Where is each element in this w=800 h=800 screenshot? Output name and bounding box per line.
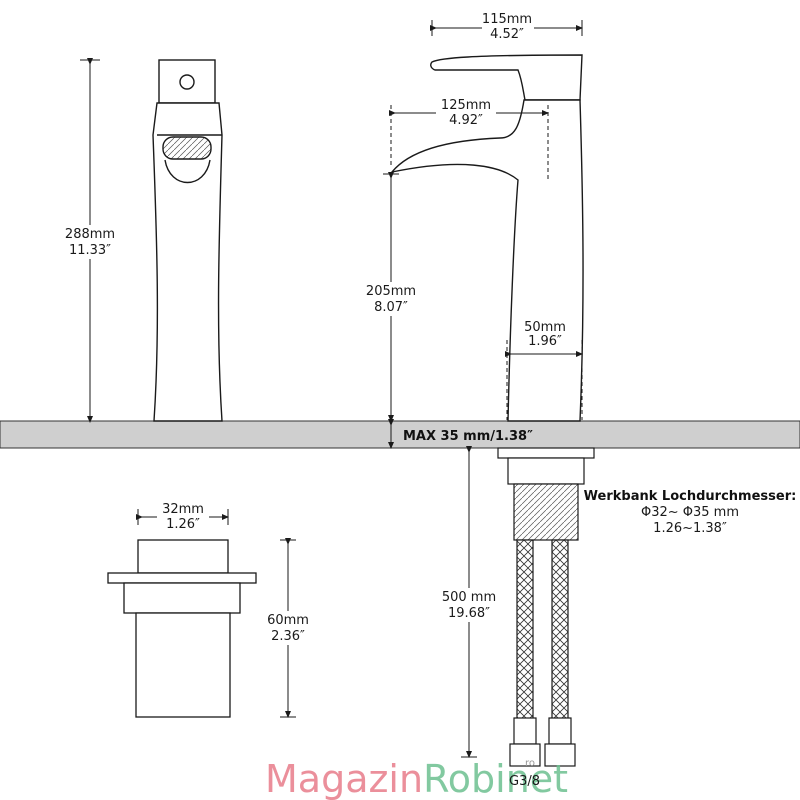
hose-length-mm: 500 mm [442, 590, 496, 605]
hole-diameter-mm: Φ32~ Φ35 mm [641, 505, 739, 520]
total-height-in: 11.33″ [69, 243, 111, 258]
thread-size-label: G3/8 [509, 774, 540, 789]
hole-diameter-in: 1.26~1.38″ [653, 521, 727, 536]
spout-height-in: 8.07″ [374, 300, 408, 315]
faucet-side-view [152, 59, 223, 422]
max-thickness-label: MAX 35 mm/1.38″ [403, 429, 533, 444]
mounting-assembly [497, 447, 595, 767]
flange-height-mm: 60mm [267, 613, 309, 628]
hose-left [516, 539, 534, 721]
watermark-suffix: ro [525, 758, 535, 769]
hose-fitting-left [509, 743, 541, 767]
side-handle-hole [179, 74, 195, 90]
hose-fitting-right [544, 743, 576, 767]
total-height-mm: 288mm [65, 227, 115, 242]
watermark-part2: Robinet [423, 757, 568, 800]
flange-top [137, 539, 229, 574]
hose-right [551, 539, 569, 721]
spout-height-mm: 205mm [366, 284, 416, 299]
top-width-mm: 115mm [482, 12, 532, 27]
reach-in: 4.92″ [449, 113, 483, 128]
profile-handle [430, 54, 583, 101]
base-width-mm: 50mm [524, 320, 566, 335]
flange-height-in: 2.36″ [271, 629, 305, 644]
lock-nut [497, 447, 595, 459]
flange-block [123, 582, 241, 614]
base-width-in: 1.96″ [528, 334, 562, 349]
side-handle-block [158, 59, 216, 104]
flange-width-mm: 32mm [162, 502, 204, 517]
hole-diameter-title: Werkbank Lochdurchmesser: [584, 489, 797, 504]
watermark: MagazinRobinet [265, 757, 568, 800]
base-width-dim [505, 340, 583, 420]
countertop [0, 420, 800, 449]
flange-part [107, 539, 257, 718]
reach-mm: 125mm [441, 98, 491, 113]
profile-body [390, 99, 584, 422]
top-width-in: 4.52″ [490, 27, 524, 42]
flange-body [135, 612, 231, 718]
hose-length-in: 19.68″ [448, 606, 490, 621]
flange-width-in: 1.26″ [166, 517, 200, 532]
nut-body [507, 457, 585, 485]
side-body [152, 102, 223, 422]
flange-plate [107, 572, 257, 584]
threaded-shank [513, 483, 579, 541]
side-aerator [162, 136, 212, 160]
watermark-part1: Magazin [265, 757, 423, 800]
